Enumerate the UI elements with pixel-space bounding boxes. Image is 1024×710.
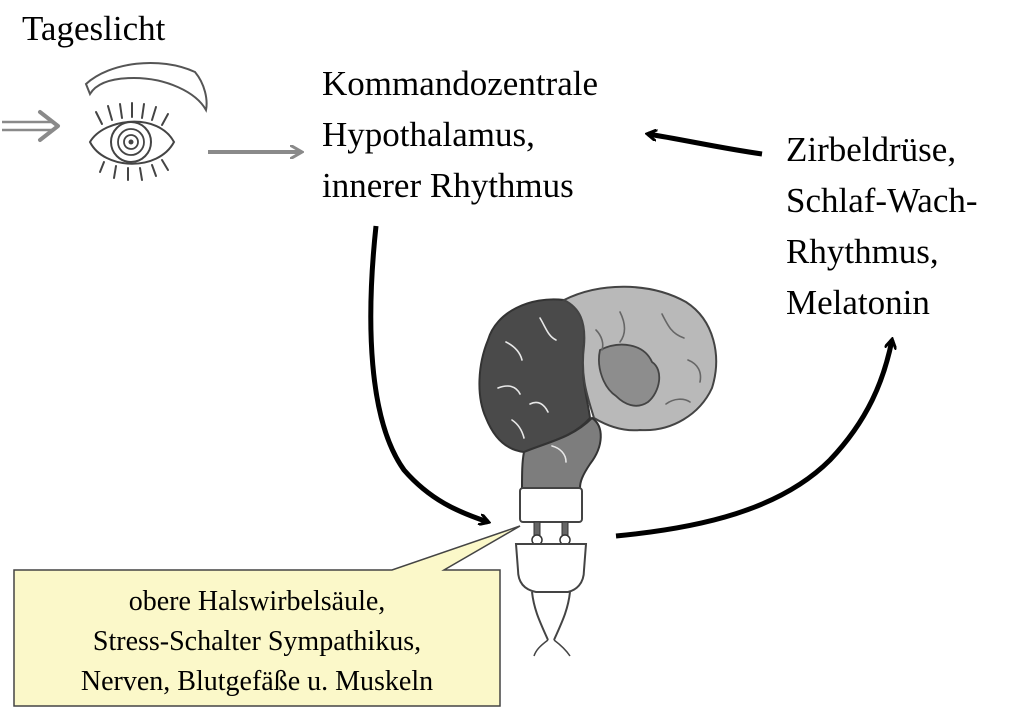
pineal-line-3: Rhythmus, [786,232,939,271]
pineal-line-1: Zirbeldrüse, [786,130,957,169]
eye-icon [84,62,208,181]
pineal-line-2: Schlaf-Wach- [786,181,978,220]
pineal-to-hypothalamus-arrow [648,134,763,157]
pineal-line-4: Melatonin [786,283,930,322]
command-center-line-2: Hypothalamus, [322,115,535,154]
brain-icon [478,285,718,489]
spine-to-pineal-arrow [615,340,892,539]
pineal-gland-label: Zirbeldrüse, Schlaf-Wach- Rhythmus, Mela… [786,124,978,328]
callout-text: obere Halswirbelsäule, Stress-Schalter S… [14,582,500,702]
callout-line-1: obere Halswirbelsäule, [128,586,386,617]
callout-line-3: Nerven, Blutgefäße u. Muskeln [80,666,434,697]
daylight-input-arrow [2,110,60,142]
command-center-label: Kommandozentrale Hypothalamus, innerer R… [322,58,598,211]
callout-line-2: Stress-Schalter Sympathikus, [92,626,422,657]
command-center-line-1: Kommandozentrale [322,64,599,103]
cervical-spine-icon [514,487,588,657]
daylight-label: Tageslicht [22,9,166,48]
command-center-line-3: innerer Rhythmus [322,166,574,205]
hypothalamus-to-spine-arrow [368,225,488,522]
callout-bubble [13,525,521,707]
